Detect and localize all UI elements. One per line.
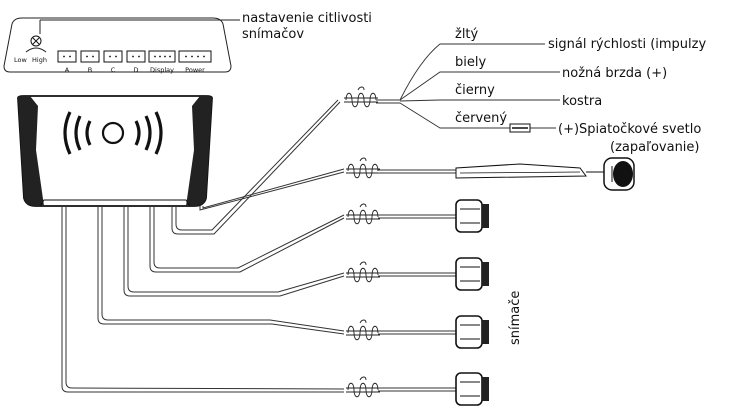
port-power-label: Power [185, 66, 205, 74]
power-harness [171, 86, 400, 235]
wire-fanout [399, 43, 560, 133]
port-power[interactable] [178, 50, 212, 63]
wire-black-label: čierny [455, 83, 495, 98]
display-unit-icon [603, 157, 635, 191]
knob-low-label: Low [14, 56, 27, 64]
sensor-cable-b [123, 206, 490, 297]
speaker-icon [63, 111, 163, 155]
wire-red-label: červený [455, 111, 507, 126]
reverse-note-label: (zapaľovanie) [610, 140, 700, 155]
port-d-label: D [133, 66, 138, 74]
port-display-label: Display [150, 66, 174, 74]
control-unit [17, 95, 213, 207]
control-box: Low High A B C D Display [3, 11, 372, 74]
sensor-cable-c [97, 206, 490, 349]
sensor-cable-a [149, 199, 490, 273]
sensitivity-callout-line1: nastavenie citlivosti [242, 11, 372, 26]
sensitivity-callout-line2: snímačov [242, 27, 304, 42]
port-d[interactable] [126, 50, 146, 63]
sensitivity-knob-icon[interactable] [30, 35, 42, 47]
port-c-label: C [111, 66, 116, 74]
signal-reverse-label: (+)Spiatočkové svetlo [558, 122, 701, 137]
port-c[interactable] [103, 50, 123, 63]
wire-yellow-label: žltý [455, 27, 479, 42]
signal-speed-label: signál rýchlosti (impulzy [548, 37, 706, 52]
port-b[interactable] [80, 50, 100, 63]
port-display[interactable] [148, 50, 176, 63]
display-cable [199, 157, 635, 211]
wire-white-label: biely [455, 55, 486, 70]
port-a-label: A [65, 66, 70, 74]
sensor-cable-d [61, 206, 490, 406]
sensors-label: snímače [508, 291, 523, 345]
knob-high-label: High [32, 56, 47, 64]
port-b-label: B [88, 66, 92, 74]
port-a[interactable] [57, 50, 77, 63]
signal-brake-label: nožná brzda (+) [562, 66, 667, 81]
signal-ground-label: kostra [562, 94, 602, 109]
